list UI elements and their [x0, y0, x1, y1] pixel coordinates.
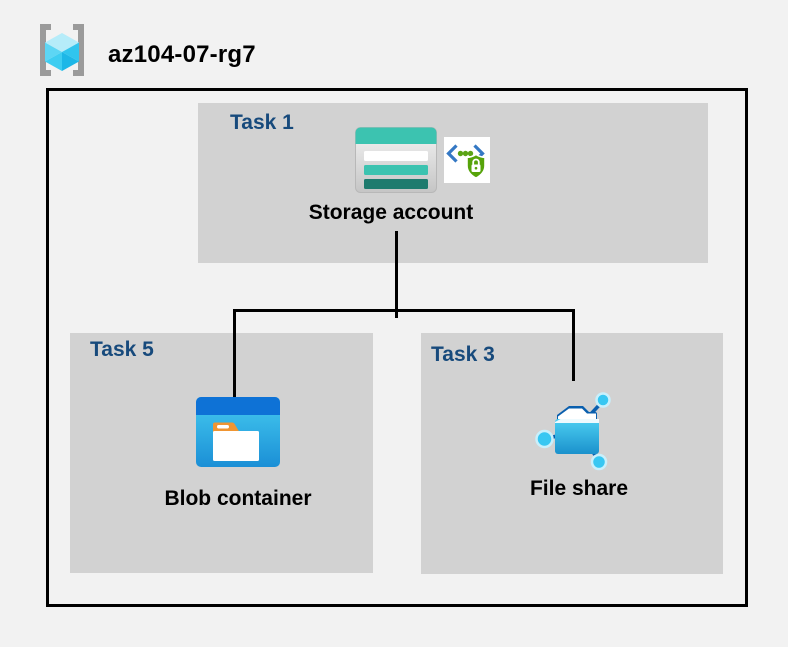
- task1-label: Task 1: [230, 111, 294, 134]
- connector-horizontal: [233, 309, 575, 312]
- storage-account-label: Storage account: [308, 201, 474, 224]
- resource-group-name: az104-07-rg7: [108, 41, 256, 68]
- resource-group-icon: [40, 24, 84, 76]
- task5-box: Task 5 Blob container: [70, 333, 373, 573]
- task1-box: Task 1 Storage ac: [198, 103, 708, 263]
- storage-account-icon: [355, 127, 437, 193]
- connector-to-file-share: [572, 309, 575, 381]
- connector-to-blob-container: [233, 309, 236, 397]
- blob-container-label: Blob container: [164, 487, 312, 510]
- blob-container-icon: [196, 397, 280, 467]
- task3-label: Task 3: [431, 343, 495, 366]
- file-share-icon: [535, 392, 611, 471]
- task5-label: Task 5: [90, 338, 154, 361]
- resource-group-boundary: [46, 88, 748, 607]
- file-share-label: File share: [529, 477, 629, 500]
- connector-storage-stem: [395, 231, 398, 318]
- secure-access-icon: [444, 137, 490, 183]
